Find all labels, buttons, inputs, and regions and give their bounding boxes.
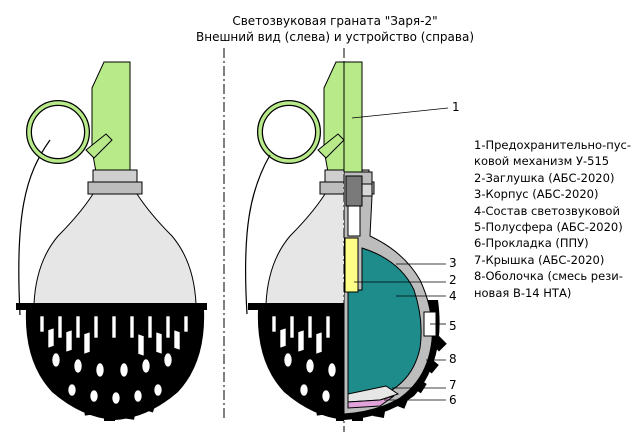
legend-line: 1-Предохранительно-пус- <box>474 138 632 152</box>
shell-rim <box>16 303 207 310</box>
legend-line: 4-Состав светозвуковой <box>474 203 620 218</box>
shell-rim-2 <box>248 303 344 310</box>
grenade-body <box>33 193 197 305</box>
legend-line: 7-Крышка (АБС-2020) <box>474 252 605 267</box>
grenade-body-2 <box>265 193 344 305</box>
fuse-collar <box>87 181 143 195</box>
parts-legend: 1-Предохранительно-пус- ковой механизм У… <box>474 137 640 301</box>
legend-line: 2-Заглушка (АБС-2020) <box>474 170 615 185</box>
callout-8: 8 <box>449 352 457 366</box>
callout-4: 4 <box>449 289 457 303</box>
pull-ring <box>27 101 89 163</box>
diagram-subtitle: Внешний вид (слева) и устройство (справа… <box>195 30 474 44</box>
legend-line: новая В-14 НТА) <box>474 285 572 300</box>
leader-lines <box>351 107 449 401</box>
pad <box>347 395 395 409</box>
pull-ring-2 <box>258 101 320 163</box>
fuse-channel <box>347 205 361 237</box>
shell-spikes <box>34 335 201 421</box>
callout-3: 3 <box>449 256 457 270</box>
legend-line: 5-Полусфера (АБС-2020) <box>474 220 623 235</box>
shell-slots <box>39 315 189 405</box>
callout-1: 1 <box>452 100 460 114</box>
plug <box>344 237 359 293</box>
pull-wire-2 <box>245 154 271 315</box>
external-view <box>16 61 207 421</box>
lever-section <box>336 61 363 173</box>
sectioned-view <box>245 61 447 421</box>
diagram-title: Светозвуковая граната "Заря-2" <box>232 14 438 28</box>
cross-section <box>344 171 447 421</box>
rubber-shell-2 <box>257 310 344 420</box>
callout-5: 5 <box>449 319 457 333</box>
callout-2: 2 <box>449 273 457 287</box>
callout-7: 7 <box>449 378 457 392</box>
safety-lever <box>91 61 131 173</box>
fuse-body <box>345 175 363 207</box>
legend-line: ковой механизм У-515 <box>474 154 610 169</box>
legend-line: 3-Корпус (АБС-2020) <box>474 187 599 202</box>
callout-6: 6 <box>449 393 457 407</box>
shell-slots-2 <box>271 315 337 403</box>
legend-line: 6-Прокладка (ППУ) <box>474 236 589 251</box>
legend-line: 8-Оболочка (смесь рези- <box>474 269 623 284</box>
safety-pin <box>85 133 113 159</box>
